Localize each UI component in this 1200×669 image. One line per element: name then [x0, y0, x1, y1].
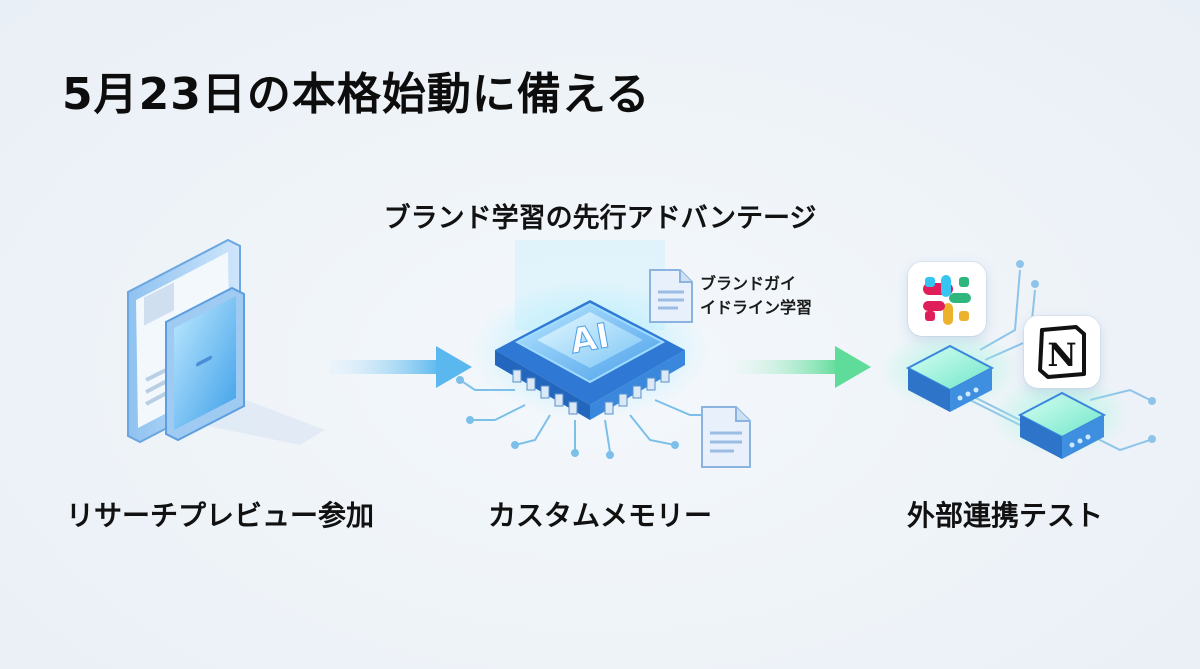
- diagram-subtitle: ブランド学習の先行アドバンテージ: [383, 203, 817, 234]
- phone-tablet-icon: [127, 238, 325, 445]
- notion-letter: N: [1047, 336, 1076, 374]
- doc-note: ブランドガイ イドライン学習: [700, 272, 812, 320]
- slack-icon: [908, 262, 986, 336]
- flow-arrow-1: [330, 346, 472, 388]
- doc-note-line2: イドライン学習: [700, 298, 813, 317]
- doc-note-line1: ブランドガイ: [700, 274, 797, 293]
- document-icon-2: [701, 406, 751, 468]
- page-title: 5月23日の本格始動に備える: [62, 69, 651, 120]
- flow-arrow-2: [735, 346, 871, 388]
- step-label-research-preview: リサーチプレビュー参加: [65, 499, 374, 532]
- step-label-integration-test: 外部連携テスト: [906, 499, 1103, 532]
- integration-server-icon: [880, 260, 1156, 459]
- chip-label: AI: [567, 316, 612, 362]
- document-icon: [649, 269, 693, 323]
- step-label-custom-memory: カスタムメモリー: [487, 499, 712, 532]
- notion-icon: N: [1024, 316, 1100, 388]
- ai-chip-icon: AI: [456, 240, 714, 459]
